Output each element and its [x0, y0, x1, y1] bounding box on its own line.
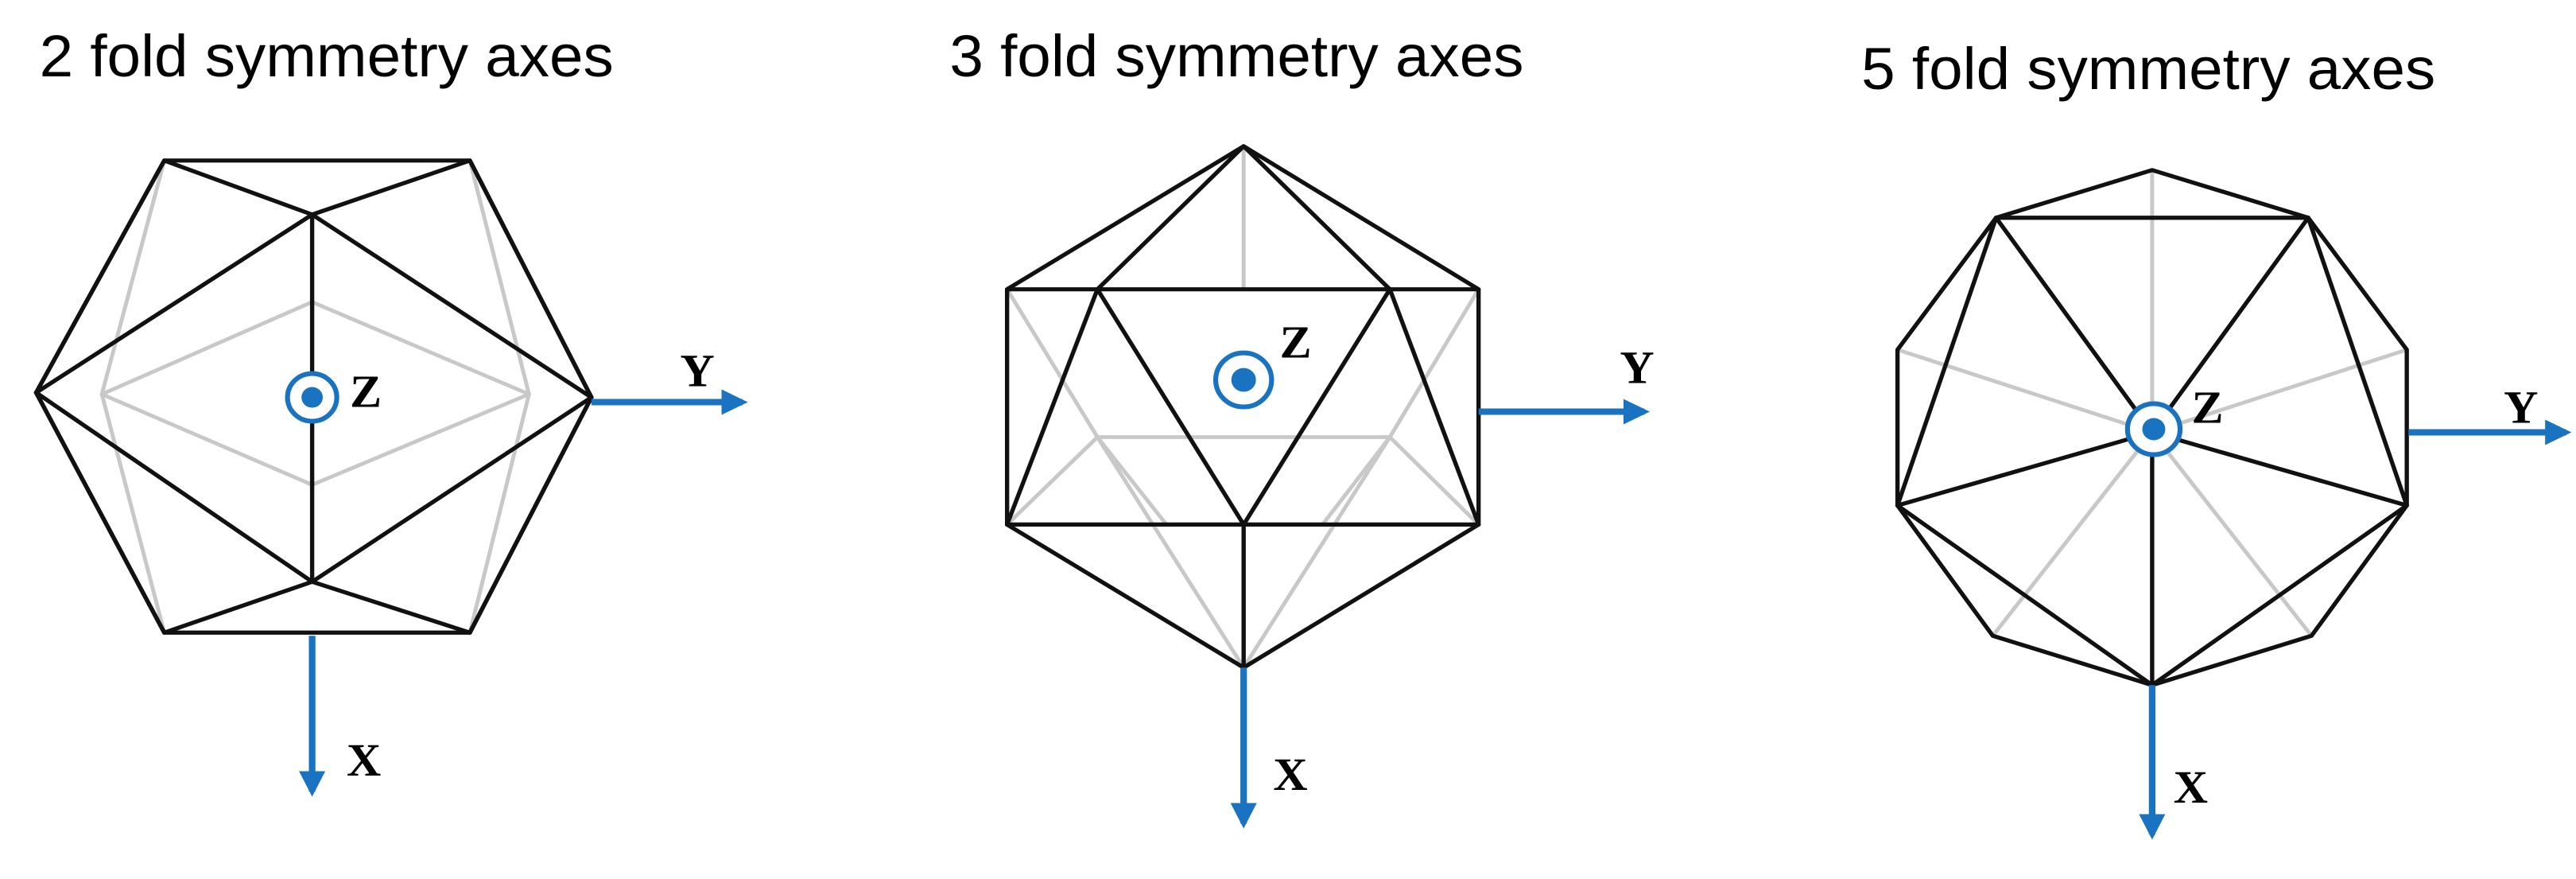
panel-title: 2 fold symmetry axes [40, 23, 614, 89]
y-axis-label: Y [2504, 381, 2538, 433]
y-axis-label: Y [1620, 341, 1654, 393]
y-axis-label: Y [680, 344, 714, 396]
panel-title: 5 fold symmetry axes [1861, 36, 2435, 102]
z-axis-marker [2124, 401, 2183, 457]
panel-five-fold: 5 fold symmetry axes [1861, 36, 2572, 840]
panel-two-fold: 2 fold symmetry axes [33, 23, 748, 797]
z-axis-label: Z [2191, 381, 2223, 433]
z-axis-marker [1212, 350, 1274, 410]
coordinate-axes: Y X Z [285, 344, 748, 797]
front-edges [1004, 144, 1481, 670]
z-axis-marker [285, 371, 339, 424]
panel-title: 3 fold symmetry axes [949, 23, 1523, 89]
x-axis-label: X [2174, 761, 2208, 813]
coordinate-axes: Y X Z [2124, 381, 2572, 840]
front-edges [1895, 216, 2409, 687]
panel-three-fold: 3 fold symmetry axes [949, 23, 1655, 829]
icosahedron-five-fold [1895, 168, 2409, 687]
x-axis-label: X [347, 734, 381, 786]
coordinate-axes: Y X Z [1212, 316, 1655, 829]
z-axis-label: Z [350, 365, 382, 417]
x-axis-label: X [1273, 749, 1307, 800]
z-axis-label: Z [1280, 316, 1312, 368]
icosahedron-three-fold [1004, 144, 1481, 670]
